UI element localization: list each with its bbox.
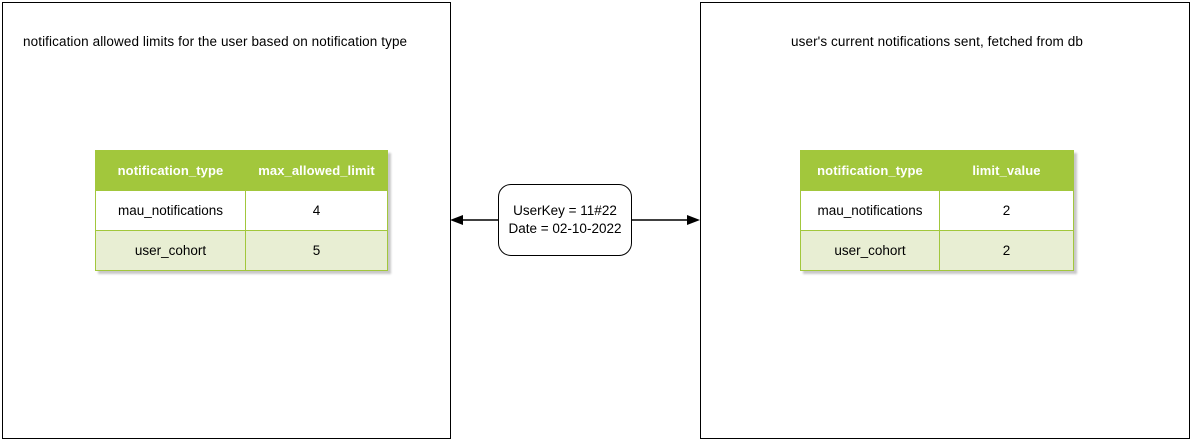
cell-max-allowed-limit: 4 bbox=[245, 190, 388, 231]
table-header-row: notification_type limit_value bbox=[800, 150, 1074, 191]
arrow-left-icon bbox=[450, 215, 463, 225]
table-current-notifications-wrapper: notification_type limit_value mau_notifi… bbox=[800, 150, 1074, 271]
table-header-row: notification_type max_allowed_limit bbox=[95, 150, 388, 191]
cell-notification-type: mau_notifications bbox=[800, 190, 940, 231]
table-row: mau_notifications 2 bbox=[800, 190, 1074, 231]
table-allowed-limits: notification_type max_allowed_limit mau_… bbox=[95, 150, 388, 271]
table-current-notifications: notification_type limit_value mau_notifi… bbox=[800, 150, 1074, 271]
arrow-right-icon bbox=[687, 215, 700, 225]
panel-title-allowed-limits: notification allowed limits for the user… bbox=[23, 34, 408, 49]
table-row: user_cohort 2 bbox=[800, 230, 1074, 271]
column-header-max-allowed-limit: max_allowed_limit bbox=[245, 150, 388, 191]
cell-max-allowed-limit: 5 bbox=[245, 230, 388, 271]
cell-notification-type: user_cohort bbox=[800, 230, 940, 271]
connector-note-date: Date = 02-10-2022 bbox=[508, 221, 622, 236]
cell-notification-type: mau_notifications bbox=[95, 190, 246, 231]
table-row: mau_notifications 4 bbox=[95, 190, 388, 231]
panel-title-current-notifications: user's current notifications sent, fetch… bbox=[791, 34, 1083, 49]
cell-notification-type: user_cohort bbox=[95, 230, 246, 271]
cell-limit-value: 2 bbox=[939, 190, 1074, 231]
connector-note-userkey: UserKey = 11#22 bbox=[513, 203, 617, 218]
cell-limit-value: 2 bbox=[939, 230, 1074, 271]
table-allowed-limits-wrapper: notification_type max_allowed_limit mau_… bbox=[95, 150, 388, 271]
column-header-notification-type: notification_type bbox=[95, 150, 246, 191]
column-header-limit-value: limit_value bbox=[939, 150, 1074, 191]
panel-allowed-limits: notification allowed limits for the user… bbox=[2, 2, 451, 439]
panel-current-notifications: user's current notifications sent, fetch… bbox=[700, 2, 1190, 439]
connector-note-box: UserKey = 11#22 Date = 02-10-2022 bbox=[498, 184, 632, 256]
column-header-notification-type: notification_type bbox=[800, 150, 940, 191]
table-row: user_cohort 5 bbox=[95, 230, 388, 271]
